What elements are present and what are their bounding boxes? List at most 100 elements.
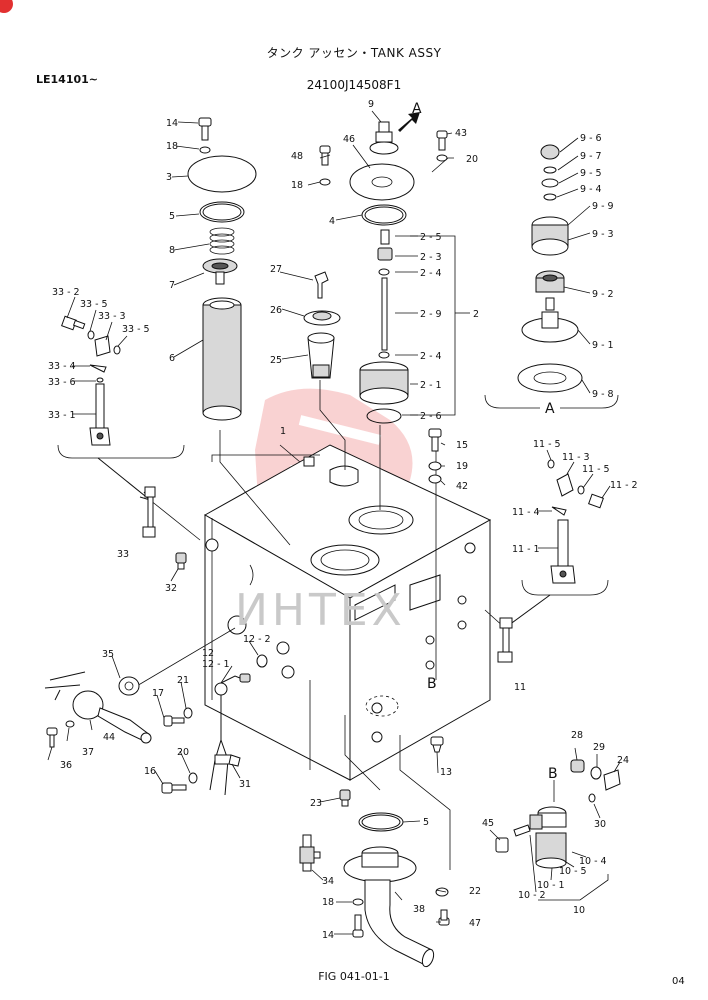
rod-2-9 <box>381 277 388 351</box>
callout-24: 24 <box>617 755 629 766</box>
callout-34: 34 <box>322 876 334 887</box>
callout-33-3: 33 - 3 <box>98 311 126 322</box>
callout-37: 37 <box>82 747 94 758</box>
callout-19: 19 <box>456 461 468 472</box>
callout-12-1: 12 - 1 <box>202 659 230 670</box>
callout-13: 13 <box>440 767 452 778</box>
callout-42: 42 <box>456 481 468 492</box>
callout-33-1: 33 - 1 <box>48 410 76 421</box>
bolt-16 <box>161 782 187 794</box>
callout-10-1: 10 - 1 <box>537 880 565 891</box>
page-number: 04 <box>672 976 685 987</box>
plug-13 <box>430 736 444 753</box>
callout-43: 43 <box>455 128 467 139</box>
callout-2-6: 2 - 6 <box>420 411 442 422</box>
bolt-14-top <box>198 117 212 141</box>
cover-46 <box>349 163 415 201</box>
callout-33: 33 <box>117 549 129 560</box>
callout-15: 15 <box>456 440 468 451</box>
callout-2-1: 2 - 1 <box>420 380 442 391</box>
callout-8: 8 <box>169 245 175 256</box>
callout-46: 46 <box>343 134 355 145</box>
sender-44 <box>44 671 152 744</box>
washer-18-top <box>199 146 211 154</box>
callout-30: 30 <box>594 819 606 830</box>
detail-11-fitting <box>547 459 604 584</box>
bolt-48 <box>319 145 331 166</box>
pipe-38 <box>343 846 435 968</box>
callout-38: 38 <box>413 904 425 915</box>
callout-16: 16 <box>144 766 156 777</box>
strainer-25 <box>307 332 335 379</box>
callout-11-3: 11 - 3 <box>562 452 590 463</box>
callout-9-1: 9 - 1 <box>592 340 614 351</box>
spring-8 <box>209 227 235 255</box>
sensor-35 <box>118 676 140 696</box>
callout-2-5: 2 - 5 <box>420 232 442 243</box>
washer-22 <box>435 887 449 897</box>
cover-3 <box>187 155 257 193</box>
spring-2-5 <box>380 229 390 245</box>
callout-33-5b: 33 - 5 <box>122 324 150 335</box>
callout-2-4a: 2 - 4 <box>420 268 442 279</box>
callout-10-2: 10 - 2 <box>518 890 546 901</box>
callout-23: 23 <box>310 798 322 809</box>
callout-5a: 5 <box>169 211 175 222</box>
callout-28: 28 <box>571 730 583 741</box>
callout-10: 10 <box>573 905 585 916</box>
valve-7 <box>202 258 238 285</box>
callout-35: 35 <box>102 649 114 660</box>
callout-29: 29 <box>593 742 605 753</box>
nut-2-3 <box>377 247 393 261</box>
callout-18c: 18 <box>322 897 334 908</box>
washer-20-top <box>436 154 448 162</box>
callout-9-6: 9 - 6 <box>580 133 602 144</box>
callout-11-1: 11 - 1 <box>512 544 540 555</box>
washer-20-left <box>188 772 198 784</box>
washer-2-4-top <box>378 268 390 276</box>
callout-9-7: 9 - 7 <box>580 151 602 162</box>
callout-12-2: 12 - 2 <box>243 634 271 645</box>
callout-view-b: B <box>427 676 437 692</box>
callout-9-5: 9 - 5 <box>580 168 602 179</box>
callout-33-6: 33 - 6 <box>48 377 76 388</box>
callout-detail-b: B <box>548 766 558 782</box>
page-title: タンク アッセン・TANK ASSY <box>266 46 442 60</box>
strainer-2 <box>359 229 409 424</box>
callout-6: 6 <box>169 353 175 364</box>
callout-9: 9 <box>368 99 374 110</box>
fitting-11 <box>497 617 513 663</box>
callout-2: 2 <box>473 309 479 320</box>
assembly-part-number: 24100J14508F1 <box>306 78 402 92</box>
callout-14b: 14 <box>322 930 334 941</box>
washer-37 <box>65 720 75 728</box>
callout-9-4: 9 - 4 <box>580 184 602 195</box>
callout-view-a: A <box>412 101 422 117</box>
serial-range: LE14101~ <box>36 73 99 86</box>
callout-33-5a: 33 - 5 <box>80 299 108 310</box>
callout-17: 17 <box>152 688 164 699</box>
bolt-17 <box>163 715 185 727</box>
callout-36: 36 <box>60 760 72 771</box>
bolt-15 <box>428 428 442 452</box>
callout-20b: 20 <box>177 747 189 758</box>
bolt-47 <box>438 909 450 926</box>
callout-9-9: 9 - 9 <box>592 201 614 212</box>
callout-45: 45 <box>482 818 494 829</box>
callout-33-4: 33 - 4 <box>48 361 76 372</box>
o-ring-2-6 <box>366 408 402 424</box>
callout-11-2: 11 - 2 <box>610 480 638 491</box>
filter-element-6 <box>202 297 242 421</box>
callout-14a: 14 <box>166 118 178 129</box>
callout-9-2: 9 - 2 <box>592 289 614 300</box>
corner-mark-icon <box>0 0 13 13</box>
washer-18-bottom <box>352 898 364 906</box>
callout-1: 1 <box>280 426 286 437</box>
detail-33-fitting <box>61 315 121 446</box>
callout-10-4: 10 - 4 <box>579 856 607 867</box>
fitting-12 <box>209 673 251 796</box>
detail-a-breather <box>517 144 583 393</box>
